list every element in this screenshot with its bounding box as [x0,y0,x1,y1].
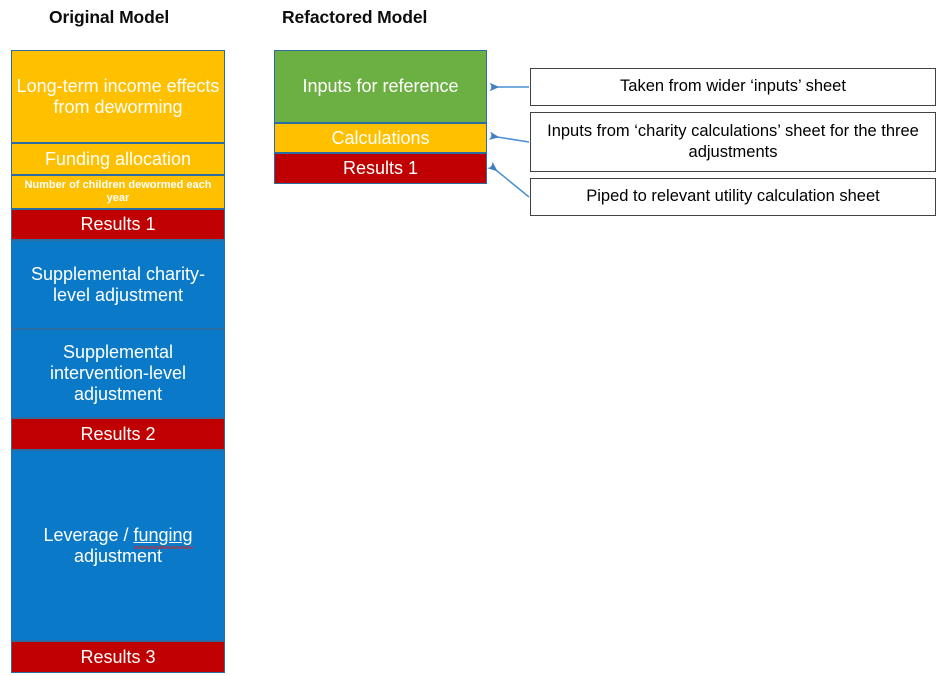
leverage-label-prefix: Leverage / [43,524,134,545]
column-title-refactored-model: Refactored Model [282,7,428,27]
block-inputs-for-reference: Inputs for reference [274,50,487,123]
leverage-label-suffix: adjustment [73,545,163,566]
callout-taken-from-wider-inputs-sheet: Taken from wider ‘inputs’ sheet [530,68,936,106]
block-leverage-funging-adjustment: Leverage / funging adjustment [11,450,225,641]
block-funding-allocation: Funding allocation [11,143,225,175]
leverage-label: Leverage / funging adjustment [16,525,220,567]
block-number-of-children-dewormed: Number of children dewormed each year [11,175,225,209]
block-results-1-refactored: Results 1 [274,153,487,184]
block-long-term-income-effects: Long-term income effects from deworming [11,50,225,143]
block-results-3-original: Results 3 [11,641,225,673]
block-results-2-original: Results 2 [11,418,225,450]
arrow-to-results1-block [487,161,530,198]
column-title-original-model: Original Model [49,7,170,27]
block-supplemental-charity-level-adjustment: Supplemental charity-level adjustment [11,240,225,329]
callout-inputs-from-charity-calculations-sheet: Inputs from ‘charity calculations’ sheet… [530,112,936,172]
misspelled-word-funging: funging [133,524,193,549]
block-calculations: Calculations [274,123,487,153]
arrow-to-calculations-block [488,131,530,143]
block-results-1-original: Results 1 [11,209,225,240]
block-supplemental-intervention-level-adjustment: Supplemental intervention-level adjustme… [11,329,225,418]
callout-piped-to-relevant-utility-calculation-sheet: Piped to relevant utility calculation sh… [530,178,936,216]
